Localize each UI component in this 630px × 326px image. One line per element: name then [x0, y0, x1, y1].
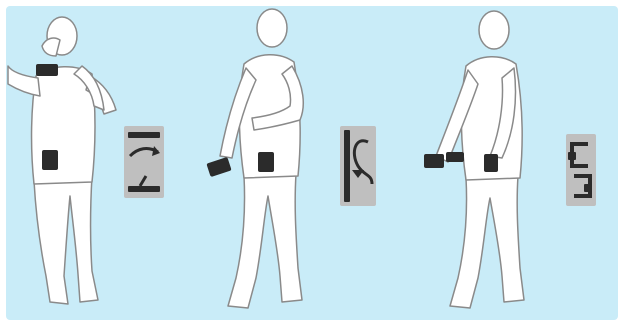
pictogram-curved-arrow-left [340, 126, 376, 206]
figure-3-device [424, 154, 444, 168]
exercise-illustration [6, 6, 618, 320]
figure-3-waist-marker [484, 154, 498, 172]
figure-2-waist-marker [258, 152, 274, 172]
figure-3-hands [446, 152, 464, 162]
pictogram-loop-arrows [566, 134, 596, 206]
background [6, 6, 618, 320]
illustration-panel [6, 6, 618, 320]
pictogram-up-down-arrows [124, 126, 164, 198]
figure-1-device [36, 64, 58, 76]
figure-1-waist-marker [42, 150, 58, 170]
figure-3-head [479, 11, 509, 49]
figure-2-head [257, 9, 287, 47]
